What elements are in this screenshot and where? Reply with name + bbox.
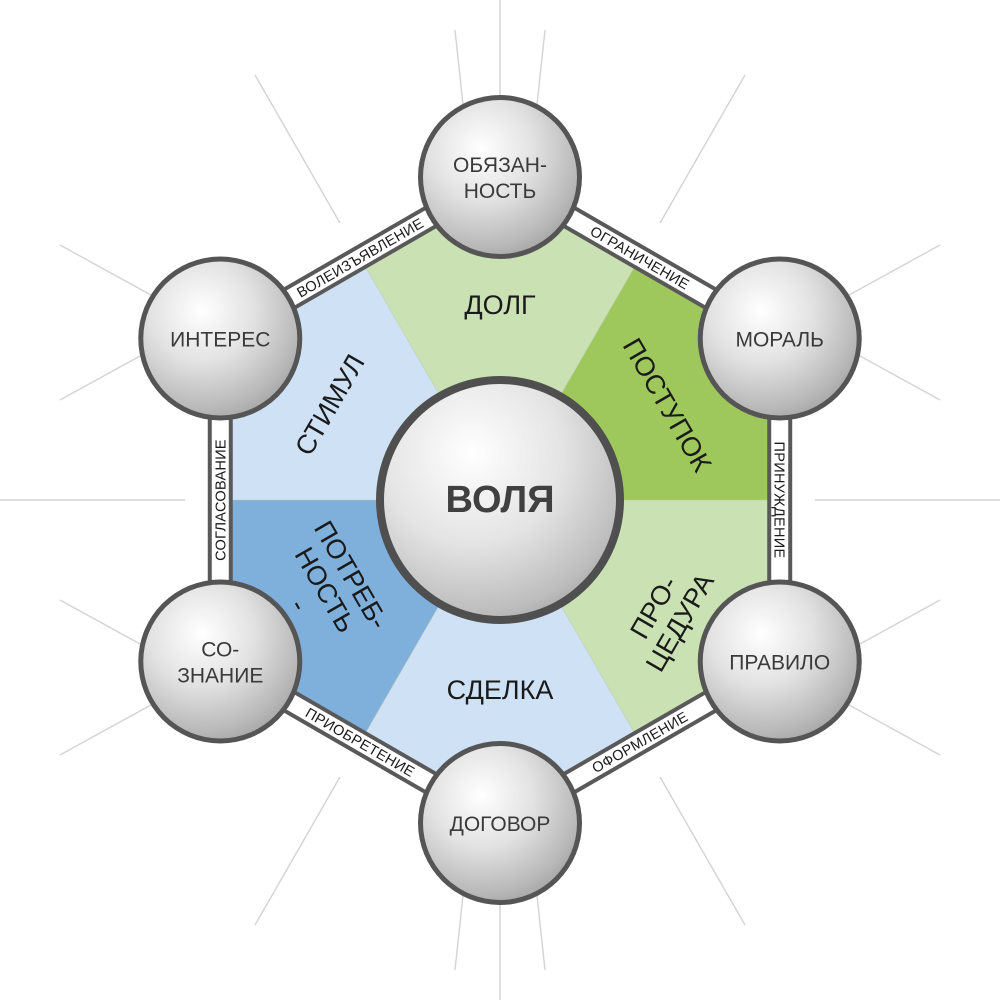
node-top: ОБЯЗАН-НОСТЬ	[418, 95, 582, 259]
node-lower-right: ПРАВИЛО	[697, 579, 862, 744]
node-sphere	[702, 584, 857, 739]
edge-label-lower-left-upper-left: СОГЛАСОВАНИЕ	[213, 439, 229, 561]
node-sphere	[423, 746, 577, 900]
ray	[839, 244, 941, 301]
ray	[59, 699, 161, 756]
node-label-upper-left: ИНТЕРЕС	[170, 329, 270, 352]
center-label: ВОЛЯ	[445, 479, 554, 521]
node-label-top: ОБЯЗАН-НОСТЬ	[453, 154, 547, 203]
node-bottom: ДОГОВОР	[418, 741, 582, 905]
edge-label-upper-right-lower-right: ПРИНУЖДЕНИЕ	[771, 442, 787, 559]
center-circle: ВОЛЯ	[376, 376, 624, 624]
ray	[659, 776, 746, 926]
node-sphere	[143, 584, 298, 739]
node-sphere	[423, 100, 577, 254]
node-label-bottom: ДОГОВОР	[450, 813, 551, 836]
node-upper-left: ИНТЕРЕС	[138, 256, 303, 421]
ray	[59, 244, 161, 301]
node-sphere	[143, 261, 298, 416]
node-label-lower-left: СО-ЗНАНИЕ	[177, 639, 263, 688]
ray	[254, 776, 341, 926]
node-lower-left: СО-ЗНАНИЕ	[138, 579, 303, 744]
center-sphere	[384, 384, 616, 616]
segment-sdelka	[360, 500, 640, 823]
ray	[659, 74, 746, 224]
segment-label-dolg: ДОЛГ	[464, 290, 536, 320]
nodes: ОБЯЗАН-НОСТЬ МОРАЛЬ ПРАВИЛО ДОГОВОР СО-ЗНАНИ…	[138, 95, 862, 905]
ray	[839, 699, 941, 756]
node-upper-right: МОРАЛЬ	[697, 256, 862, 421]
ray	[254, 74, 341, 224]
node-sphere	[702, 261, 857, 416]
node-label-lower-right: ПРАВИЛО	[729, 652, 830, 675]
node-label-upper-right: МОРАЛЬ	[735, 329, 823, 352]
segment-label-sdelka: СДЕЛКА	[447, 675, 554, 705]
segment-dolg	[360, 177, 640, 500]
